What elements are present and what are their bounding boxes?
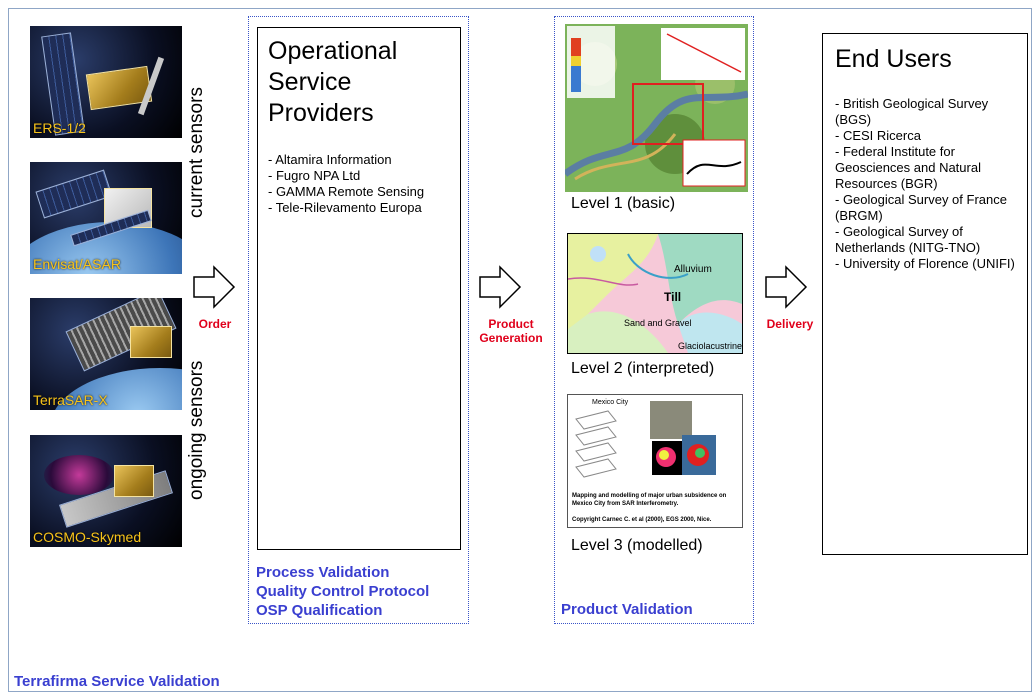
list-item: - CESI Ricerca: [835, 128, 921, 143]
map-label-alluvium: Alluvium: [674, 264, 712, 275]
map3-caption-1: Mapping and modelling of major urban sub…: [572, 493, 727, 507]
level-3-model-image: Mexico City Mapping and modelling of maj…: [567, 394, 743, 528]
level-2-map-image: Alluvium Till Sand and Gravel Glaciolacu…: [567, 233, 743, 354]
map3-caption-2: Copyright Carnec C. et al (2000), EGS 20…: [572, 517, 712, 523]
osp-validation-list: Process Validation Quality Control Proto…: [256, 563, 429, 620]
satellite-image-cosmo: COSMO-Skymed: [30, 435, 182, 547]
delivery-arrow-icon: [765, 265, 808, 309]
list-item: - Federal Institute for Geosciences and …: [835, 144, 981, 191]
list-item: - Altamira Information: [268, 152, 392, 167]
osp-dotted-container: [248, 16, 469, 624]
product-validation-label: Product Validation: [561, 601, 693, 618]
products-dotted-container: [554, 16, 754, 624]
list-item: - British Geological Survey (BGS): [835, 96, 989, 127]
osp-box: [257, 27, 461, 550]
satellite-label: TerraSAR-X: [33, 392, 108, 408]
satellite-label: COSMO-Skymed: [33, 529, 142, 545]
service-validation-frame: [8, 8, 1032, 692]
list-item: - Fugro NPA Ltd: [268, 168, 361, 183]
order-label: Order: [198, 317, 232, 331]
list-item: - GAMMA Remote Sensing: [268, 184, 425, 199]
list-item: - University of Florence (UNIFI): [835, 256, 1015, 271]
satellite-image-ers: ERS-1/2: [30, 26, 182, 138]
current-sensors-label: current sensors: [186, 87, 207, 218]
level-3-label: Level 3 (modelled): [571, 537, 703, 554]
satellite-image-envisat: Envisat/ASAR: [30, 162, 182, 274]
osp-title: Operational Service Providers: [268, 37, 398, 127]
satellite-label: Envisat/ASAR: [33, 256, 121, 272]
quality-control-protocol-label: Quality Control Protocol: [256, 583, 430, 600]
level-1-label: Level 1 (basic): [571, 195, 676, 212]
delivery-label: Delivery: [766, 317, 814, 331]
map-label-sand-gravel: Sand and Gravel: [624, 318, 692, 328]
process-validation-label: Process Validation: [256, 564, 390, 581]
list-item: - Geological Survey of France (BRGM): [835, 192, 1007, 223]
order-arrow-icon: [193, 265, 236, 309]
product-generation-arrow-icon: [479, 265, 522, 309]
list-item: - Tele-Rilevamento Europa: [268, 200, 422, 215]
level-2-label: Level 2 (interpreted): [571, 360, 715, 377]
end-users-box: [822, 33, 1028, 555]
map-label-till: Till: [664, 290, 682, 304]
end-users-list: - British Geological Survey (BGS) - CESI…: [835, 96, 1021, 272]
ongoing-sensors-label: ongoing sensors: [186, 360, 207, 500]
end-users-title: End Users: [835, 45, 952, 73]
product-generation-label: Product Generation: [479, 317, 543, 345]
osp-qualification-label: OSP Qualification: [256, 602, 383, 619]
osp-provider-list: - Altamira Information - Fugro NPA Ltd -…: [268, 152, 424, 216]
map3-title: Mexico City: [592, 399, 629, 406]
map-label-glaciolacustrine: Glaciolacustrine: [678, 341, 743, 351]
satellite-label: ERS-1/2: [33, 120, 86, 136]
level-1-map-image: [565, 24, 748, 192]
footer-title: Terrafirma Service Validation: [14, 673, 220, 690]
satellite-image-terrasar: TerraSAR-X: [30, 298, 182, 410]
list-item: - Geological Survey of Netherlands (NITG…: [835, 224, 981, 255]
